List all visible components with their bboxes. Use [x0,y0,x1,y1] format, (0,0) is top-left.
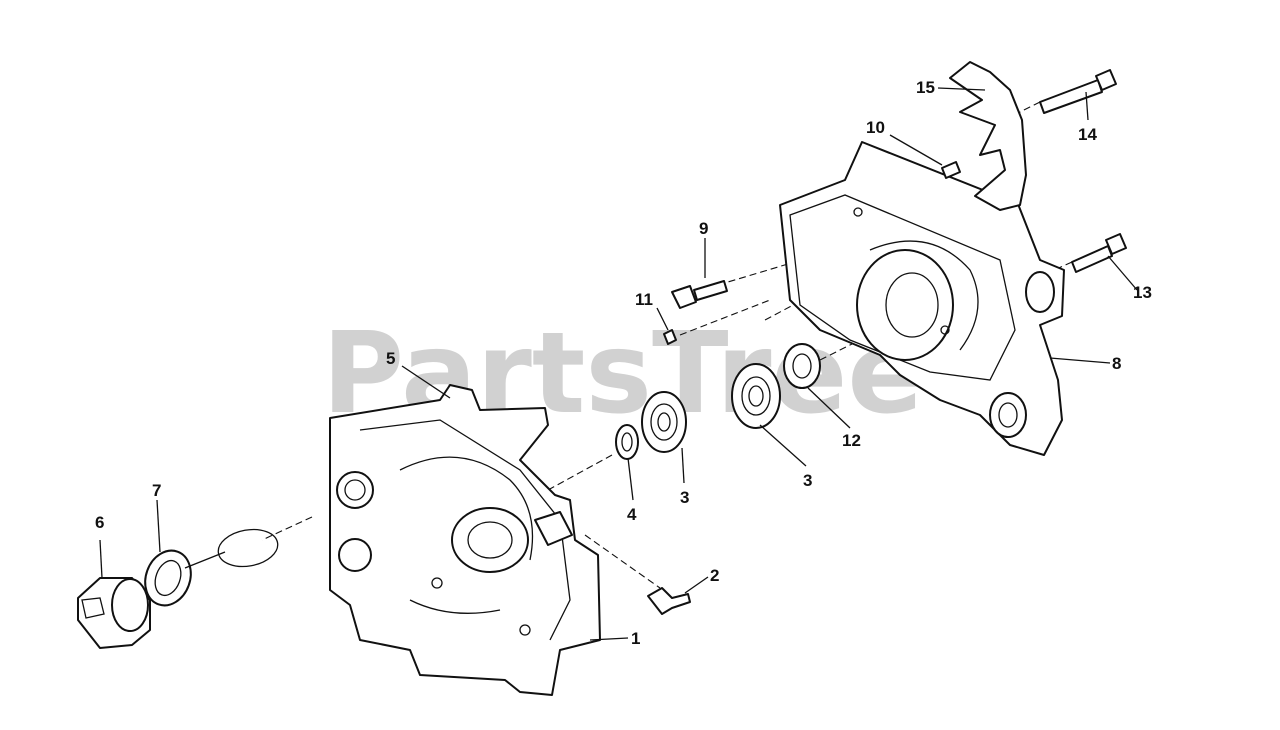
callout-1: 1 [631,629,640,648]
bearing-part-3-right [731,363,781,429]
callout-7: 7 [152,481,161,500]
bolt-part-9 [671,280,728,309]
pin-part-10 [941,161,961,179]
callout-6: 6 [95,513,104,532]
callout-9: 9 [699,219,708,238]
callout-15: 15 [916,78,935,97]
bolt-part-14 [1039,69,1117,114]
washer-part [144,528,279,607]
seal-part-4 [615,424,639,460]
screw-part-2 [647,587,691,615]
callout-4: 4 [627,505,637,524]
callout-12: 12 [842,431,861,450]
leader-lines [99,87,1138,641]
right-crankcase-half [779,141,1065,456]
callout-labels: 1 2 3 3 4 5 6 7 8 9 10 11 12 13 14 15 [95,78,1152,648]
callout-3-right: 3 [803,471,812,490]
callout-13: 13 [1133,283,1152,302]
pin-part-11 [663,329,677,345]
callout-3-left: 3 [680,488,689,507]
callout-10: 10 [866,118,885,137]
bracket-part-15 [949,61,1027,211]
seal-part-12 [783,343,821,389]
bearing-part-3-left [641,391,687,453]
bolt-part-13 [1071,233,1127,273]
cap-part [77,577,151,649]
callout-2: 2 [710,566,719,585]
callout-8: 8 [1112,354,1121,373]
callout-14: 14 [1078,125,1097,144]
callout-11: 11 [635,290,653,309]
callout-5: 5 [386,349,395,368]
left-crankcase-half [329,384,601,696]
